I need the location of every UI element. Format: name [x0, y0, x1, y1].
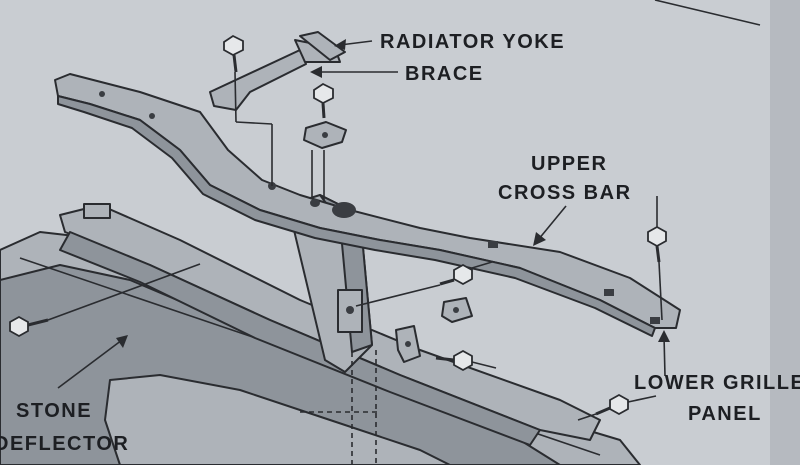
- radiator-yoke-callout-arrow: [334, 39, 373, 50]
- lower-clip-nut-icon: [395, 325, 421, 363]
- right-bolt-icon: [647, 196, 667, 321]
- grille-panel-tab: [83, 203, 111, 219]
- center-bolt-icon: [313, 82, 334, 119]
- stone-deflector-callout-arrow: [57, 335, 128, 389]
- top-left-bolt-icon: [223, 34, 273, 186]
- lower-grille-panel-label-line2: PANEL: [688, 403, 762, 425]
- stone-deflector-label-line1: STONE: [16, 400, 92, 422]
- upper-cross-bar-label-line1: UPPER: [531, 153, 607, 175]
- left-bolt-icon: [9, 263, 201, 338]
- upper-cross-bar-label-line2: CROSS BAR: [498, 182, 632, 204]
- lower-grille-panel-callout-arrow: [658, 330, 670, 377]
- lower-center-bolt-icon: [435, 349, 497, 372]
- hidden-lines: [300, 350, 380, 465]
- lower-grille-panel-label-line1: LOWER GRILLE: [634, 372, 800, 394]
- lower-right-bolt-icon: [577, 393, 657, 421]
- stone-deflector-label-line2: DEFLECTOR: [0, 433, 129, 455]
- radiator-yoke-label: RADIATOR YOKE: [380, 31, 565, 53]
- support-bolt-icon: [355, 261, 493, 307]
- brace-callout-arrow: [310, 66, 398, 78]
- page-fold-line: [654, 0, 761, 26]
- radiator-yoke-part: [299, 31, 346, 61]
- upper-cross-bar-callout-arrow: [533, 205, 567, 246]
- upper-cross-bar-part: [54, 73, 681, 337]
- page-edge-shadow: [770, 0, 800, 465]
- support-clip-icon: [441, 297, 473, 323]
- brace-label: BRACE: [405, 63, 484, 85]
- center-clip-nut-icon: [303, 121, 347, 200]
